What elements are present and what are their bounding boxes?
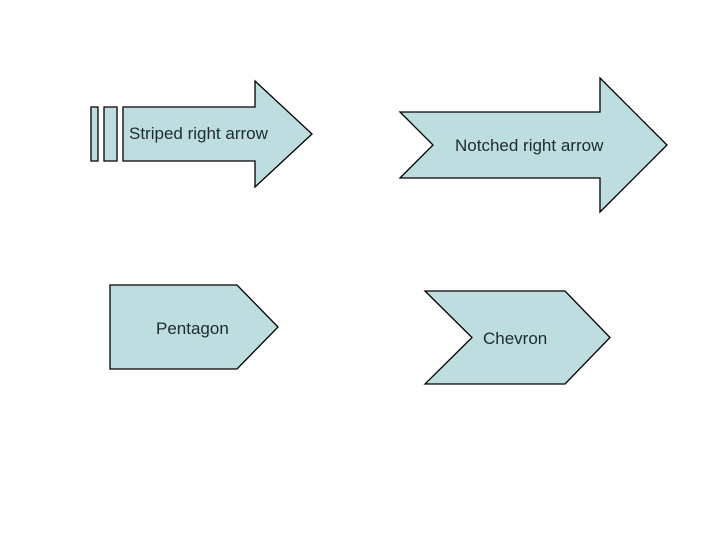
chevron-label: Chevron [483, 329, 548, 348]
striped-right-arrow-label: Striped right arrow [129, 124, 268, 143]
notched-right-arrow-label: Notched right arrow [455, 136, 604, 155]
striped-right-arrow-stripe-1 [90, 106, 99, 162]
chevron-shape [423, 290, 611, 385]
pentagon-label: Pentagon [156, 319, 229, 338]
striped-right-arrow-shape [122, 79, 313, 189]
pentagon-shape [109, 284, 279, 370]
notched-right-arrow-shape [398, 76, 668, 214]
striped-right-arrow-stripe-2 [103, 106, 118, 162]
